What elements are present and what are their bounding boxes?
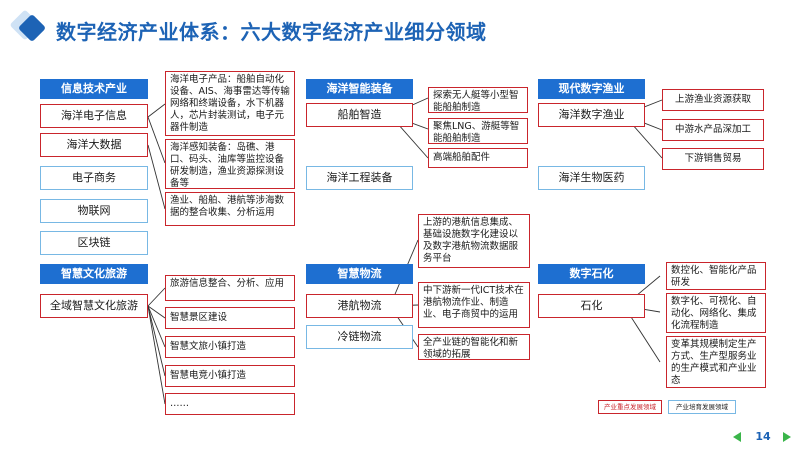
node-it-2: 电子商务 bbox=[40, 166, 148, 190]
link-it-3 bbox=[147, 144, 166, 210]
detail-fishery-0: 上游渔业资源获取 bbox=[662, 89, 764, 111]
node-logistics-1: 冷链物流 bbox=[306, 325, 413, 349]
node-it-3: 物联网 bbox=[40, 199, 148, 223]
logo-icon bbox=[10, 10, 45, 41]
title-bar: 数字经济产业体系：六大数字经济产业细分领域 bbox=[0, 8, 800, 48]
detail-logistics-0: 上游的港航信息集成、基础设施数字化建设以及数字港航物流数据服务平台 bbox=[418, 214, 530, 268]
detail-petro-1: 数字化、可视化、自动化、网络化、集成化流程制造 bbox=[666, 293, 766, 333]
detail-fishery-2: 下游销售贸易 bbox=[662, 148, 764, 170]
header-logistics: 智慧物流 bbox=[306, 264, 413, 284]
link-tour-2 bbox=[147, 305, 166, 319]
header-petro: 数字石化 bbox=[538, 264, 645, 284]
detail-petro-2: 变革其规模制定生产方式、生产型服务业的生产模式和产业业态 bbox=[666, 336, 766, 388]
detail-fishery-1: 中游水产品深加工 bbox=[662, 119, 764, 141]
link-tour-1 bbox=[147, 287, 166, 307]
link-tour-4 bbox=[147, 305, 166, 377]
detail-marine-2: 高端船舶配件 bbox=[428, 148, 528, 168]
detail-logistics-1: 中下游新一代ICT技术在港航物流作业、制造业、电子商贸中的运用 bbox=[418, 282, 530, 328]
header-marine: 海洋智能装备 bbox=[306, 79, 413, 99]
detail-logistics-2: 全产业链的智能化和新领域的拓展 bbox=[418, 334, 530, 360]
node-marine-1: 海洋工程装备 bbox=[306, 166, 413, 190]
detail-it-0: 海洋电子产品：船舶自动化设备、AIS、海事雷达等传输网络和终端设备，水下机器人，… bbox=[165, 71, 295, 136]
node-it-1: 海洋大数据 bbox=[40, 133, 148, 157]
detail-tourism-3: 智慧电竞小镇打造 bbox=[165, 365, 295, 387]
legend-cultivate-areas: 产业培育发展领域 bbox=[668, 400, 736, 414]
link-it-2 bbox=[147, 116, 166, 164]
page-title: 数字经济产业体系：六大数字经济产业细分领域 bbox=[56, 20, 487, 44]
detail-marine-0: 探索无人艇等小型智能船舶制造 bbox=[428, 87, 528, 113]
node-it-4: 区块链 bbox=[40, 231, 148, 255]
node-fishery-1: 海洋生物医药 bbox=[538, 166, 645, 190]
detail-it-1: 海洋感知装备：岛礁、港口、码头、油库等监控设备研发制造，渔业资源探测设备等 bbox=[165, 139, 295, 189]
link-tour-5 bbox=[147, 305, 166, 405]
detail-tourism-2: 智慧文旅小镇打造 bbox=[165, 336, 295, 358]
detail-marine-1: 聚焦LNG、游艇等智能船舶制造 bbox=[428, 118, 528, 144]
node-petro-0: 石化 bbox=[538, 294, 645, 318]
previous-page-icon[interactable] bbox=[733, 432, 741, 442]
pager: 14 bbox=[733, 430, 793, 446]
page-number: 14 bbox=[755, 430, 771, 443]
node-fishery-0: 海洋数字渔业 bbox=[538, 103, 645, 127]
node-it-0: 海洋电子信息 bbox=[40, 104, 148, 128]
detail-petro-0: 数控化、智能化产品研发 bbox=[666, 262, 766, 290]
header-tourism: 智慧文化旅游 bbox=[40, 264, 148, 284]
node-logistics-0: 港航物流 bbox=[306, 294, 413, 318]
header-fishery: 现代数字渔业 bbox=[538, 79, 645, 99]
node-tourism-0: 全域智慧文化旅游 bbox=[40, 294, 148, 318]
header-it: 信息技术产业 bbox=[40, 79, 148, 99]
detail-it-2: 渔业、船舶、港航等涉海数据的整合收集、分析运用 bbox=[165, 192, 295, 226]
detail-tourism-0: 旅游信息整合、分析、应用 bbox=[165, 275, 295, 301]
node-marine-0: 船舶智造 bbox=[306, 103, 413, 127]
detail-tourism-4: …… bbox=[165, 393, 295, 415]
link-it-1 bbox=[147, 103, 166, 118]
next-page-icon[interactable] bbox=[783, 432, 791, 442]
link-tour-3 bbox=[147, 305, 166, 348]
detail-tourism-1: 智慧景区建设 bbox=[165, 307, 295, 329]
legend-key-areas: 产业重点发展领域 bbox=[598, 400, 662, 414]
